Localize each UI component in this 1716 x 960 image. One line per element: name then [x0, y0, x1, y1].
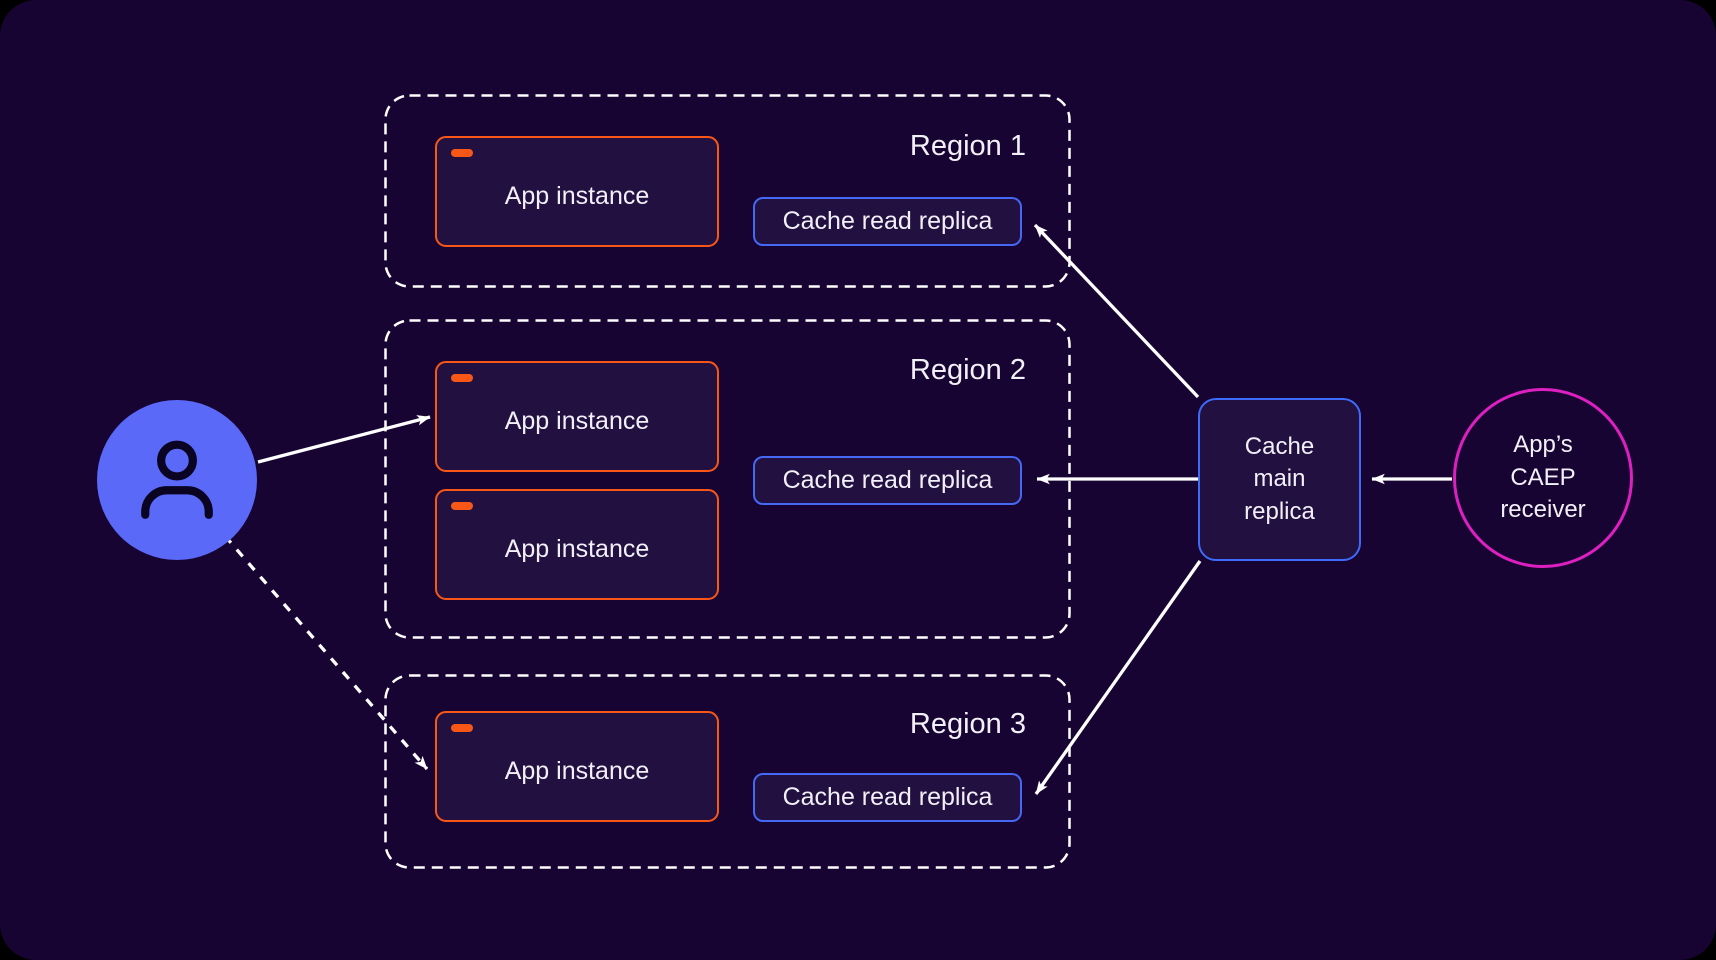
region-1-app-instance: App instance [435, 136, 719, 247]
arrow-main-to-region1-cache [1033, 223, 1200, 399]
cache-read-replica-label: Cache read replica [782, 466, 993, 494]
region-3-outline [384, 674, 1071, 869]
app-instance-label: App instance [504, 182, 650, 210]
app-window-pill-icon [451, 374, 473, 382]
region-2-app-instance-1: App instance [435, 361, 719, 472]
cache-main-replica-label: Cache main replica [1244, 432, 1315, 525]
region-2-label: Region 2 [909, 354, 1026, 386]
region-2-outline [384, 319, 1071, 639]
region-1-outline [384, 94, 1071, 288]
app-window-pill-icon [451, 724, 473, 732]
region-3-app-instance: App instance [435, 711, 719, 822]
app-instance-label: App instance [504, 535, 650, 563]
region-3-label: Region 3 [909, 708, 1026, 740]
region-1-label: Region 1 [909, 130, 1026, 162]
cache-main-replica: Cache main replica [1198, 398, 1361, 561]
region-2-app-instance-2: App instance [435, 489, 719, 600]
app-instance-label: App instance [504, 407, 650, 435]
caep-receiver-label: App’s CAEP receiver [1500, 431, 1586, 524]
arrow-user-to-region3-app [223, 534, 429, 771]
user-avatar [97, 400, 257, 560]
cache-read-replica-label: Cache read replica [782, 783, 993, 811]
region-3-cache-read-replica: Cache read replica [753, 773, 1022, 822]
region-1-cache-read-replica: Cache read replica [753, 197, 1022, 246]
arrow-main-to-region3-cache [1034, 560, 1202, 795]
person-icon [141, 440, 213, 519]
app-instance-label: App instance [504, 757, 650, 785]
cache-read-replica-label: Cache read replica [782, 207, 993, 235]
arrow-user-to-region2-app [257, 415, 431, 464]
region-2-cache-read-replica: Cache read replica [753, 456, 1022, 505]
caep-receiver: App’s CAEP receiver [1453, 388, 1633, 568]
app-window-pill-icon [451, 502, 473, 510]
app-window-pill-icon [451, 149, 473, 157]
